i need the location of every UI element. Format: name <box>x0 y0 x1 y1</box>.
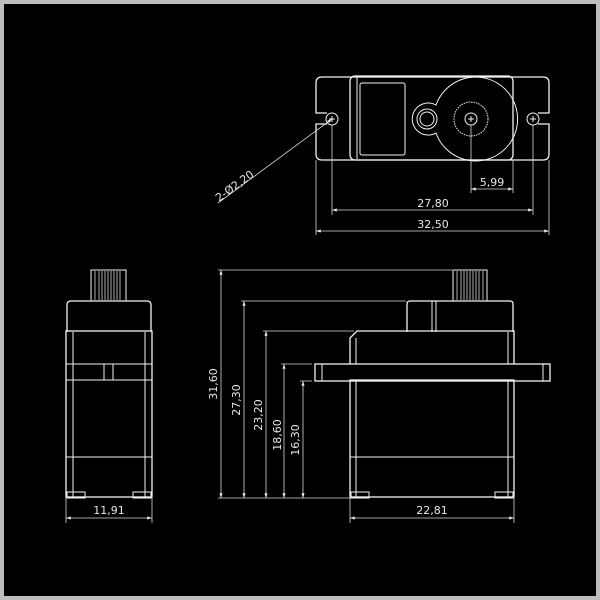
dim-flange-bottom: 16,30 <box>289 424 302 456</box>
case-top <box>349 75 514 161</box>
lower-case <box>349 379 515 498</box>
label-window <box>359 82 406 156</box>
output-spline <box>453 101 489 137</box>
dim-body-length: 22,81 <box>416 504 448 517</box>
dim-flange-top: 18,60 <box>271 419 284 451</box>
output-shaft <box>90 269 127 302</box>
dim-body-height: 23,20 <box>252 399 265 431</box>
mounting-flange <box>315 76 550 161</box>
end-body <box>65 330 153 498</box>
dim-case-height: 27,30 <box>230 384 243 416</box>
side-view: 31,60 27,30 23,20 18,60 16,30 22,81 <box>207 269 551 523</box>
dim-overall-length: 32,50 <box>417 218 449 231</box>
hole-callout: 2-Ø2,20 <box>213 168 256 204</box>
gear-housing <box>411 76 519 162</box>
dim-hole-spacing: 27,80 <box>417 197 449 210</box>
dim-width: 11,91 <box>93 504 125 517</box>
dim-shaft-offset: 5,99 <box>480 176 505 189</box>
side-flange <box>314 363 551 382</box>
dim-total-height: 31,60 <box>207 368 220 400</box>
upper-case <box>349 330 515 364</box>
end-view: 11,91 <box>65 269 153 523</box>
top-view: 5,99 27,80 32,50 2-Ø2,20 <box>213 75 550 235</box>
idler-gear <box>416 108 438 130</box>
